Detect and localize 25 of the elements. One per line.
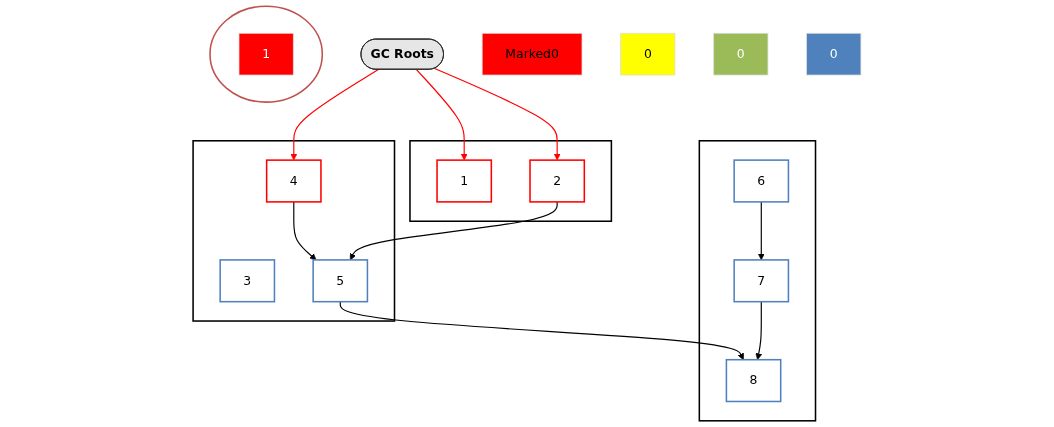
cluster <box>209 5 324 103</box>
arrow <box>757 201 765 261</box>
arrow <box>349 201 558 261</box>
cluster <box>192 140 396 322</box>
node-box: 0 <box>620 32 676 76</box>
node-box: 0 <box>713 32 769 76</box>
arrow <box>339 301 744 360</box>
node-box: 6 <box>733 159 790 203</box>
arrow <box>415 69 468 161</box>
arrow <box>755 301 763 360</box>
arrow <box>290 69 379 161</box>
node-box: 1 <box>436 159 493 203</box>
node-box: 8 <box>725 358 782 403</box>
arrow <box>434 67 561 161</box>
cluster <box>409 140 613 222</box>
node-box: 3 <box>219 259 276 303</box>
node-box: 4 <box>265 159 322 203</box>
node-box: Marked0 <box>481 32 583 76</box>
arrow <box>293 201 317 261</box>
node-box: 2 <box>529 159 586 203</box>
node-box: 5 <box>312 259 369 303</box>
cluster <box>698 140 817 422</box>
node-box: 7 <box>733 259 790 303</box>
node-box: 0 <box>806 32 862 76</box>
node-box: 1 <box>238 32 294 76</box>
